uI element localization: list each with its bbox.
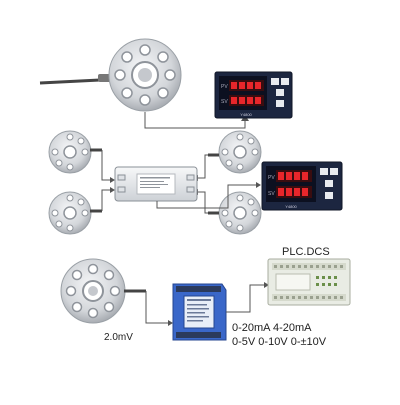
plc-indicator-leds: [316, 276, 337, 286]
plc-terminal-top: [272, 263, 346, 270]
row2-load-cell-bottom-left: [48, 191, 102, 235]
signal-transmitter: [172, 283, 227, 341]
led-display-upper: [229, 80, 264, 91]
led-digits: [278, 172, 308, 196]
weighing-indicator-middle: PV SV Y4800: [261, 161, 343, 211]
screen-tag: SV: [268, 191, 275, 197]
row2-load-cell-top-left: [48, 130, 102, 174]
load-cell-bolts: [114, 44, 176, 106]
junction-box: [114, 166, 198, 202]
screen-tag: SV: [221, 99, 228, 105]
connector-transmitter-to-plc: [226, 284, 266, 313]
plc-unit: [267, 258, 351, 306]
connector-box-to-indicator: [156, 184, 258, 209]
arrow-head: [168, 320, 173, 326]
junction-wires: [101, 150, 208, 214]
indicator-brand: Y4800: [285, 204, 297, 209]
arrow-head: [256, 182, 261, 188]
plc-terminal-bottom: [272, 294, 346, 301]
led-digits: [231, 82, 261, 104]
plc-dcs-label: PLC.DCS: [282, 246, 330, 258]
arrow-head: [264, 282, 269, 288]
indicator-brand: Y4800: [240, 112, 252, 117]
row3-load-cell: [60, 258, 146, 324]
plc-terminal-screws: [274, 265, 343, 299]
transmitter-terminal-bottom: [176, 332, 221, 338]
weighing-indicator-top: PV SV Y4800: [214, 71, 293, 119]
led-display-lower: [229, 95, 264, 106]
plc-panel: [275, 273, 311, 291]
load-cell-hub: [88, 286, 98, 296]
signal-millivolt-label: 2.0mV: [104, 332, 133, 343]
load-cell-hub: [138, 68, 152, 82]
indicator-buttons: [320, 168, 338, 199]
connector-cell-to-transmitter: [145, 291, 170, 324]
cable-glands: [117, 174, 195, 193]
row1-load-cell-large: [39, 38, 182, 112]
row2-load-cell-bottom-right: [208, 191, 262, 235]
transmitter-terminal-top: [176, 286, 221, 292]
output-ranges-voltage: 0-5V 0-10V 0-±10V: [232, 336, 327, 348]
indicator-buttons: [271, 78, 289, 107]
screen-tag: PV: [268, 175, 275, 181]
connector-cell-to-indicator: [144, 112, 246, 129]
transmitter-label-lines: [187, 299, 211, 322]
screen-tag: PV: [221, 84, 228, 90]
row2-load-cell-top-right: [208, 130, 262, 174]
output-ranges-current: 0-20mA 4-20mA: [232, 322, 312, 334]
junction-box-lines: [140, 177, 170, 188]
load-cell-bolts: [65, 263, 121, 319]
